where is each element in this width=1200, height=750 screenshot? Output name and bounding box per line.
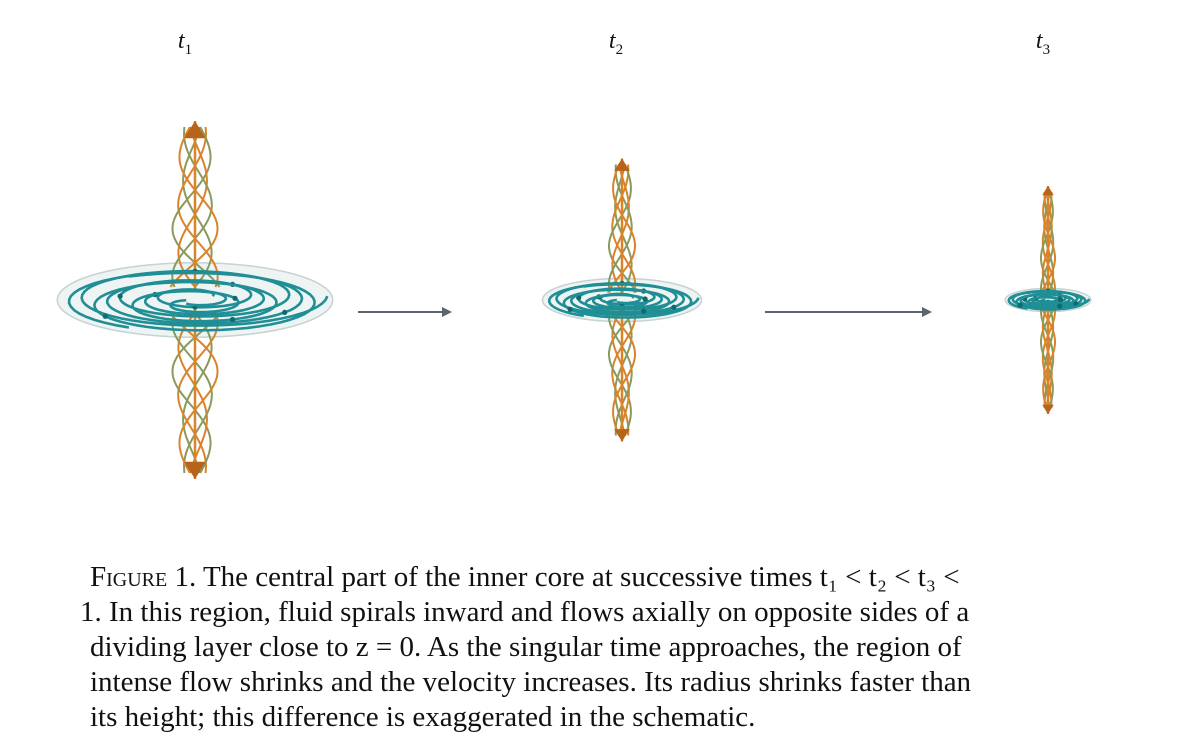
- time-label-sub: 3: [1042, 41, 1051, 58]
- vortex-t1: [56, 121, 334, 479]
- flow-marker: [232, 295, 238, 301]
- flow-marker: [642, 296, 648, 302]
- axis-arrow-icon: [614, 429, 630, 442]
- caption-line-2: 1. In this region, fluid spirals inward …: [80, 596, 970, 628]
- time-label-sub: 2: [615, 41, 624, 58]
- axial-streamline: [177, 312, 219, 474]
- axial-streamline: [169, 312, 219, 474]
- axis-arrow-icon: [184, 461, 206, 479]
- vortex-t3: [1004, 185, 1092, 415]
- axis-arrow-icon: [614, 158, 630, 171]
- axial-streamline: [171, 126, 221, 288]
- flow-marker: [229, 316, 236, 323]
- caption-line-5: its height; this difference is exaggerat…: [90, 701, 756, 733]
- caption-line-1: Figure 1. The central part of the inner …: [80, 560, 1150, 595]
- flow-marker: [671, 304, 677, 310]
- axis-arrow-icon: [1042, 404, 1054, 415]
- time-label-t1: t1: [155, 28, 215, 59]
- vortex-diagram: [56, 121, 1092, 479]
- figure-tag: Figure 1.: [90, 561, 197, 593]
- time-label-sub: 1: [184, 41, 193, 58]
- time-label-t3: t3: [1013, 28, 1073, 59]
- flow-marker: [102, 313, 108, 319]
- axial-streamline: [606, 307, 636, 436]
- caption-line-4: intense flow shrinks and the velocity in…: [90, 666, 972, 698]
- caption-text: The central part of the inner core at su…: [202, 561, 960, 593]
- axial-streamline: [182, 312, 213, 474]
- axial-streamline: [182, 126, 213, 288]
- time-label-base: t: [1035, 28, 1043, 54]
- axial-streamline: [171, 312, 213, 474]
- axis-arrow-icon: [1042, 185, 1054, 196]
- time-label-base: t: [608, 28, 616, 54]
- axial-streamline: [177, 312, 208, 474]
- vortex-t2: [541, 158, 703, 442]
- axial-streamline: [169, 126, 219, 288]
- axis-arrow-icon: [184, 121, 206, 139]
- axial-streamline: [608, 164, 638, 293]
- axial-streamline: [606, 164, 636, 293]
- axial-streamline: [177, 126, 219, 288]
- flow-marker: [641, 308, 647, 314]
- axial-streamline: [177, 126, 208, 288]
- figure-panel: t1 t2 t3: [56, 28, 1092, 479]
- flow-marker: [1057, 303, 1063, 309]
- time-label-t2: t2: [586, 28, 646, 59]
- flow-marker: [1057, 296, 1064, 303]
- flow-marker: [282, 309, 288, 315]
- axial-streamline: [608, 307, 638, 436]
- flow-marker: [117, 293, 123, 299]
- time-label-base: t: [177, 28, 185, 54]
- figure-caption: Figure 1. The central part of the inner …: [80, 560, 1150, 735]
- axial-streamline: [171, 126, 213, 288]
- axial-streamline: [607, 307, 633, 436]
- caption-line-3: dividing layer close to z = 0. As the si…: [90, 631, 962, 663]
- flow-marker: [567, 306, 573, 312]
- axial-streamline: [607, 164, 633, 293]
- axial-streamline: [171, 312, 221, 474]
- flow-marker: [1017, 302, 1023, 308]
